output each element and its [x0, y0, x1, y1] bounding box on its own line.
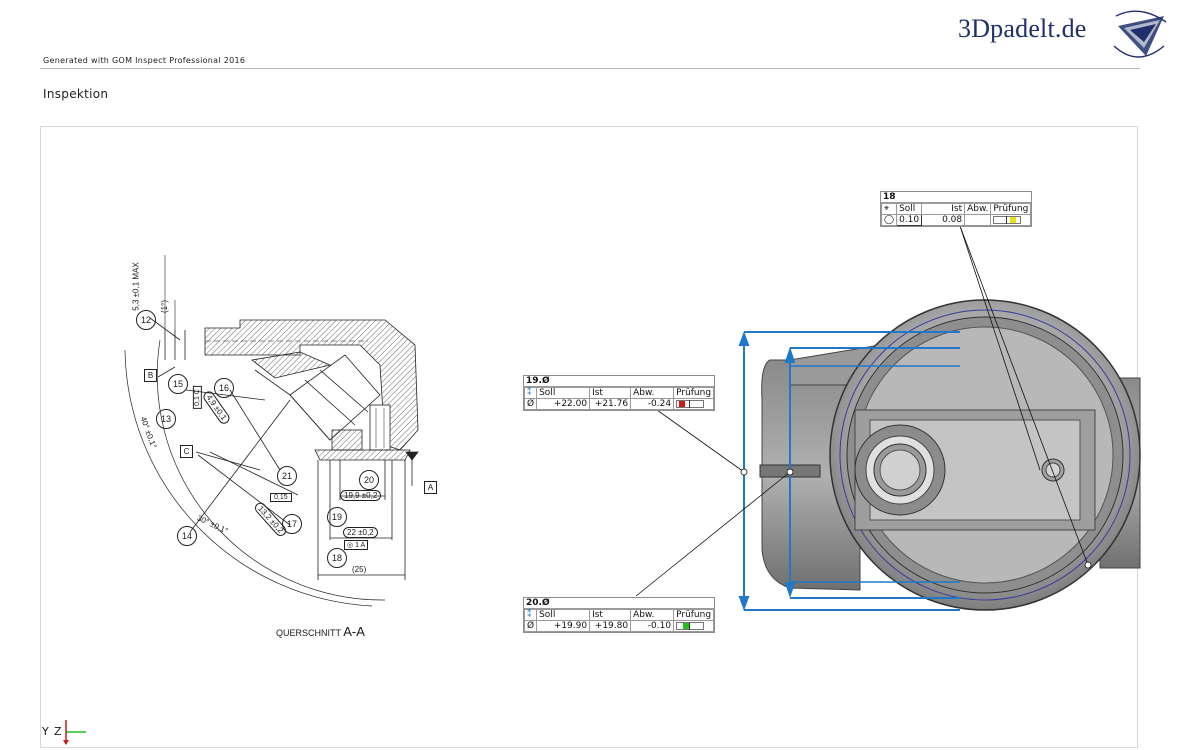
- datum-b: B: [144, 369, 157, 382]
- balloon-13: 13: [156, 409, 176, 429]
- tol-1a-ref: A: [360, 542, 366, 549]
- callout-20-status: [673, 620, 715, 632]
- header-rule: [40, 68, 1140, 69]
- callout-20-pruefung-header: Prüfung: [673, 609, 715, 621]
- callout-19-abw: -0.24: [630, 398, 675, 410]
- callout-18-soll: 0.10: [896, 214, 923, 226]
- page-title: Inspektion: [43, 87, 109, 101]
- callout-19-pruefung-header: Prüfung: [673, 387, 715, 399]
- datum-c: C: [180, 445, 193, 458]
- section-caption: QUERSCHNITT A-A: [276, 624, 365, 639]
- status-bar: [676, 621, 705, 630]
- callout-18[interactable]: 18 ⌖ Soll Ist Abw. Prüfung ◯ 0.10 0.08: [880, 191, 1033, 227]
- callout-19-ist: +21.76: [589, 398, 632, 410]
- axis-z-label: Z: [54, 725, 62, 738]
- callout-18-id: 18: [881, 192, 1032, 203]
- callout-20-abw: -0.10: [630, 620, 675, 632]
- tol-frame-015: 0,15: [270, 493, 292, 502]
- callout-18-abw: [964, 214, 992, 226]
- dim-5-3: 5,3 ±0,1 MAX: [131, 262, 141, 311]
- technical-drawing: [124, 255, 419, 607]
- balloon-12: 12: [136, 310, 156, 330]
- tol-frame-01: 0,1 C: [192, 386, 202, 409]
- callout-19-table: ⁑ Soll Ist Abw. Prüfung Ø +22.00 +21.76 …: [523, 387, 715, 410]
- balloon-14: 14: [177, 526, 197, 546]
- callout-leaders: [635, 225, 1092, 597]
- callout-20[interactable]: 20.Ø ⁑ Soll Ist Abw. Prüfung Ø +19.90 +1…: [523, 597, 716, 633]
- balloon-20: 20: [359, 470, 379, 490]
- circle-symbol-icon: ◯: [880, 214, 898, 226]
- diameter-group-icon: ⁑: [523, 609, 538, 621]
- dim-25: (25): [352, 565, 367, 574]
- callout-18-ist: 0.08: [921, 214, 966, 226]
- balloon-21: 21: [277, 466, 297, 486]
- callout-18-pruefung-header: Prüfung: [990, 203, 1032, 215]
- callout-19-status: [673, 398, 715, 410]
- callout-20-id: 20.Ø: [524, 598, 715, 609]
- generator-note: Generated with GOM Inspect Professional …: [43, 56, 246, 65]
- position-tolerance-icon: ⌖: [880, 203, 898, 215]
- balloon-19: 19: [327, 507, 347, 527]
- balloon-17: 17: [282, 514, 302, 534]
- diameter-group-icon: ⁑: [523, 387, 538, 399]
- datum-a: A: [424, 481, 437, 494]
- callout-20-soll: +19.90: [536, 620, 591, 632]
- callout-19[interactable]: 19.Ø ⁑ Soll Ist Abw. Prüfung Ø +22.00 +2…: [523, 375, 716, 411]
- balloon-15: 15: [168, 374, 188, 394]
- callout-20-table: ⁑ Soll Ist Abw. Prüfung Ø +19.90 +19.80 …: [523, 609, 715, 632]
- section-label: QUERSCHNITT: [276, 628, 341, 638]
- dim-22: 22 ±0,2: [343, 527, 378, 538]
- callout-18-soll-header: Soll: [896, 203, 923, 215]
- status-bar: [993, 215, 1022, 224]
- tol-01-value: 0,1: [193, 396, 201, 406]
- callout-20-soll-header: Soll: [536, 609, 591, 621]
- tol-1a-value: 1: [355, 542, 359, 549]
- callout-18-ist-header: Ist: [921, 203, 966, 215]
- status-bar: [676, 399, 705, 408]
- status-mark: [683, 622, 690, 629]
- callout-19-id: 19.Ø: [524, 376, 715, 387]
- callout-19-symbol: Ø: [523, 398, 538, 410]
- callout-20-ist: +19.80: [589, 620, 632, 632]
- callout-19-ist-header: Ist: [589, 387, 632, 399]
- callout-19-soll: +22.00: [536, 398, 591, 410]
- callout-20-ist-header: Ist: [589, 609, 632, 621]
- balloon-16: 16: [214, 378, 234, 398]
- part-render: [759, 299, 1141, 611]
- callout-19-soll-header: Soll: [536, 387, 591, 399]
- callout-18-table: ⌖ Soll Ist Abw. Prüfung ◯ 0.10 0.08: [880, 203, 1032, 226]
- section-name: A-A: [343, 624, 365, 639]
- axis-triad-icon: [63, 720, 86, 745]
- callout-20-symbol: Ø: [523, 620, 538, 632]
- callout-18-abw-header: Abw.: [964, 203, 992, 215]
- tol-01-ref: C: [193, 389, 201, 395]
- status-mark: [679, 400, 686, 407]
- dim-19-9: 19,9 ±0,2: [340, 490, 382, 501]
- callout-19-abw-header: Abw.: [630, 387, 675, 399]
- tol-frame-1a: ◎ 1 A: [344, 540, 369, 550]
- status-mark: [1010, 216, 1017, 223]
- axis-y-label: Y: [42, 725, 49, 738]
- logo-text: 3Dpadelt.de: [958, 14, 1087, 43]
- balloon-18: 18: [327, 548, 347, 568]
- logo-icon: [1113, 10, 1167, 58]
- dim-1deg: (1°): [159, 300, 169, 313]
- callout-18-status: [990, 214, 1032, 226]
- callout-20-abw-header: Abw.: [630, 609, 675, 621]
